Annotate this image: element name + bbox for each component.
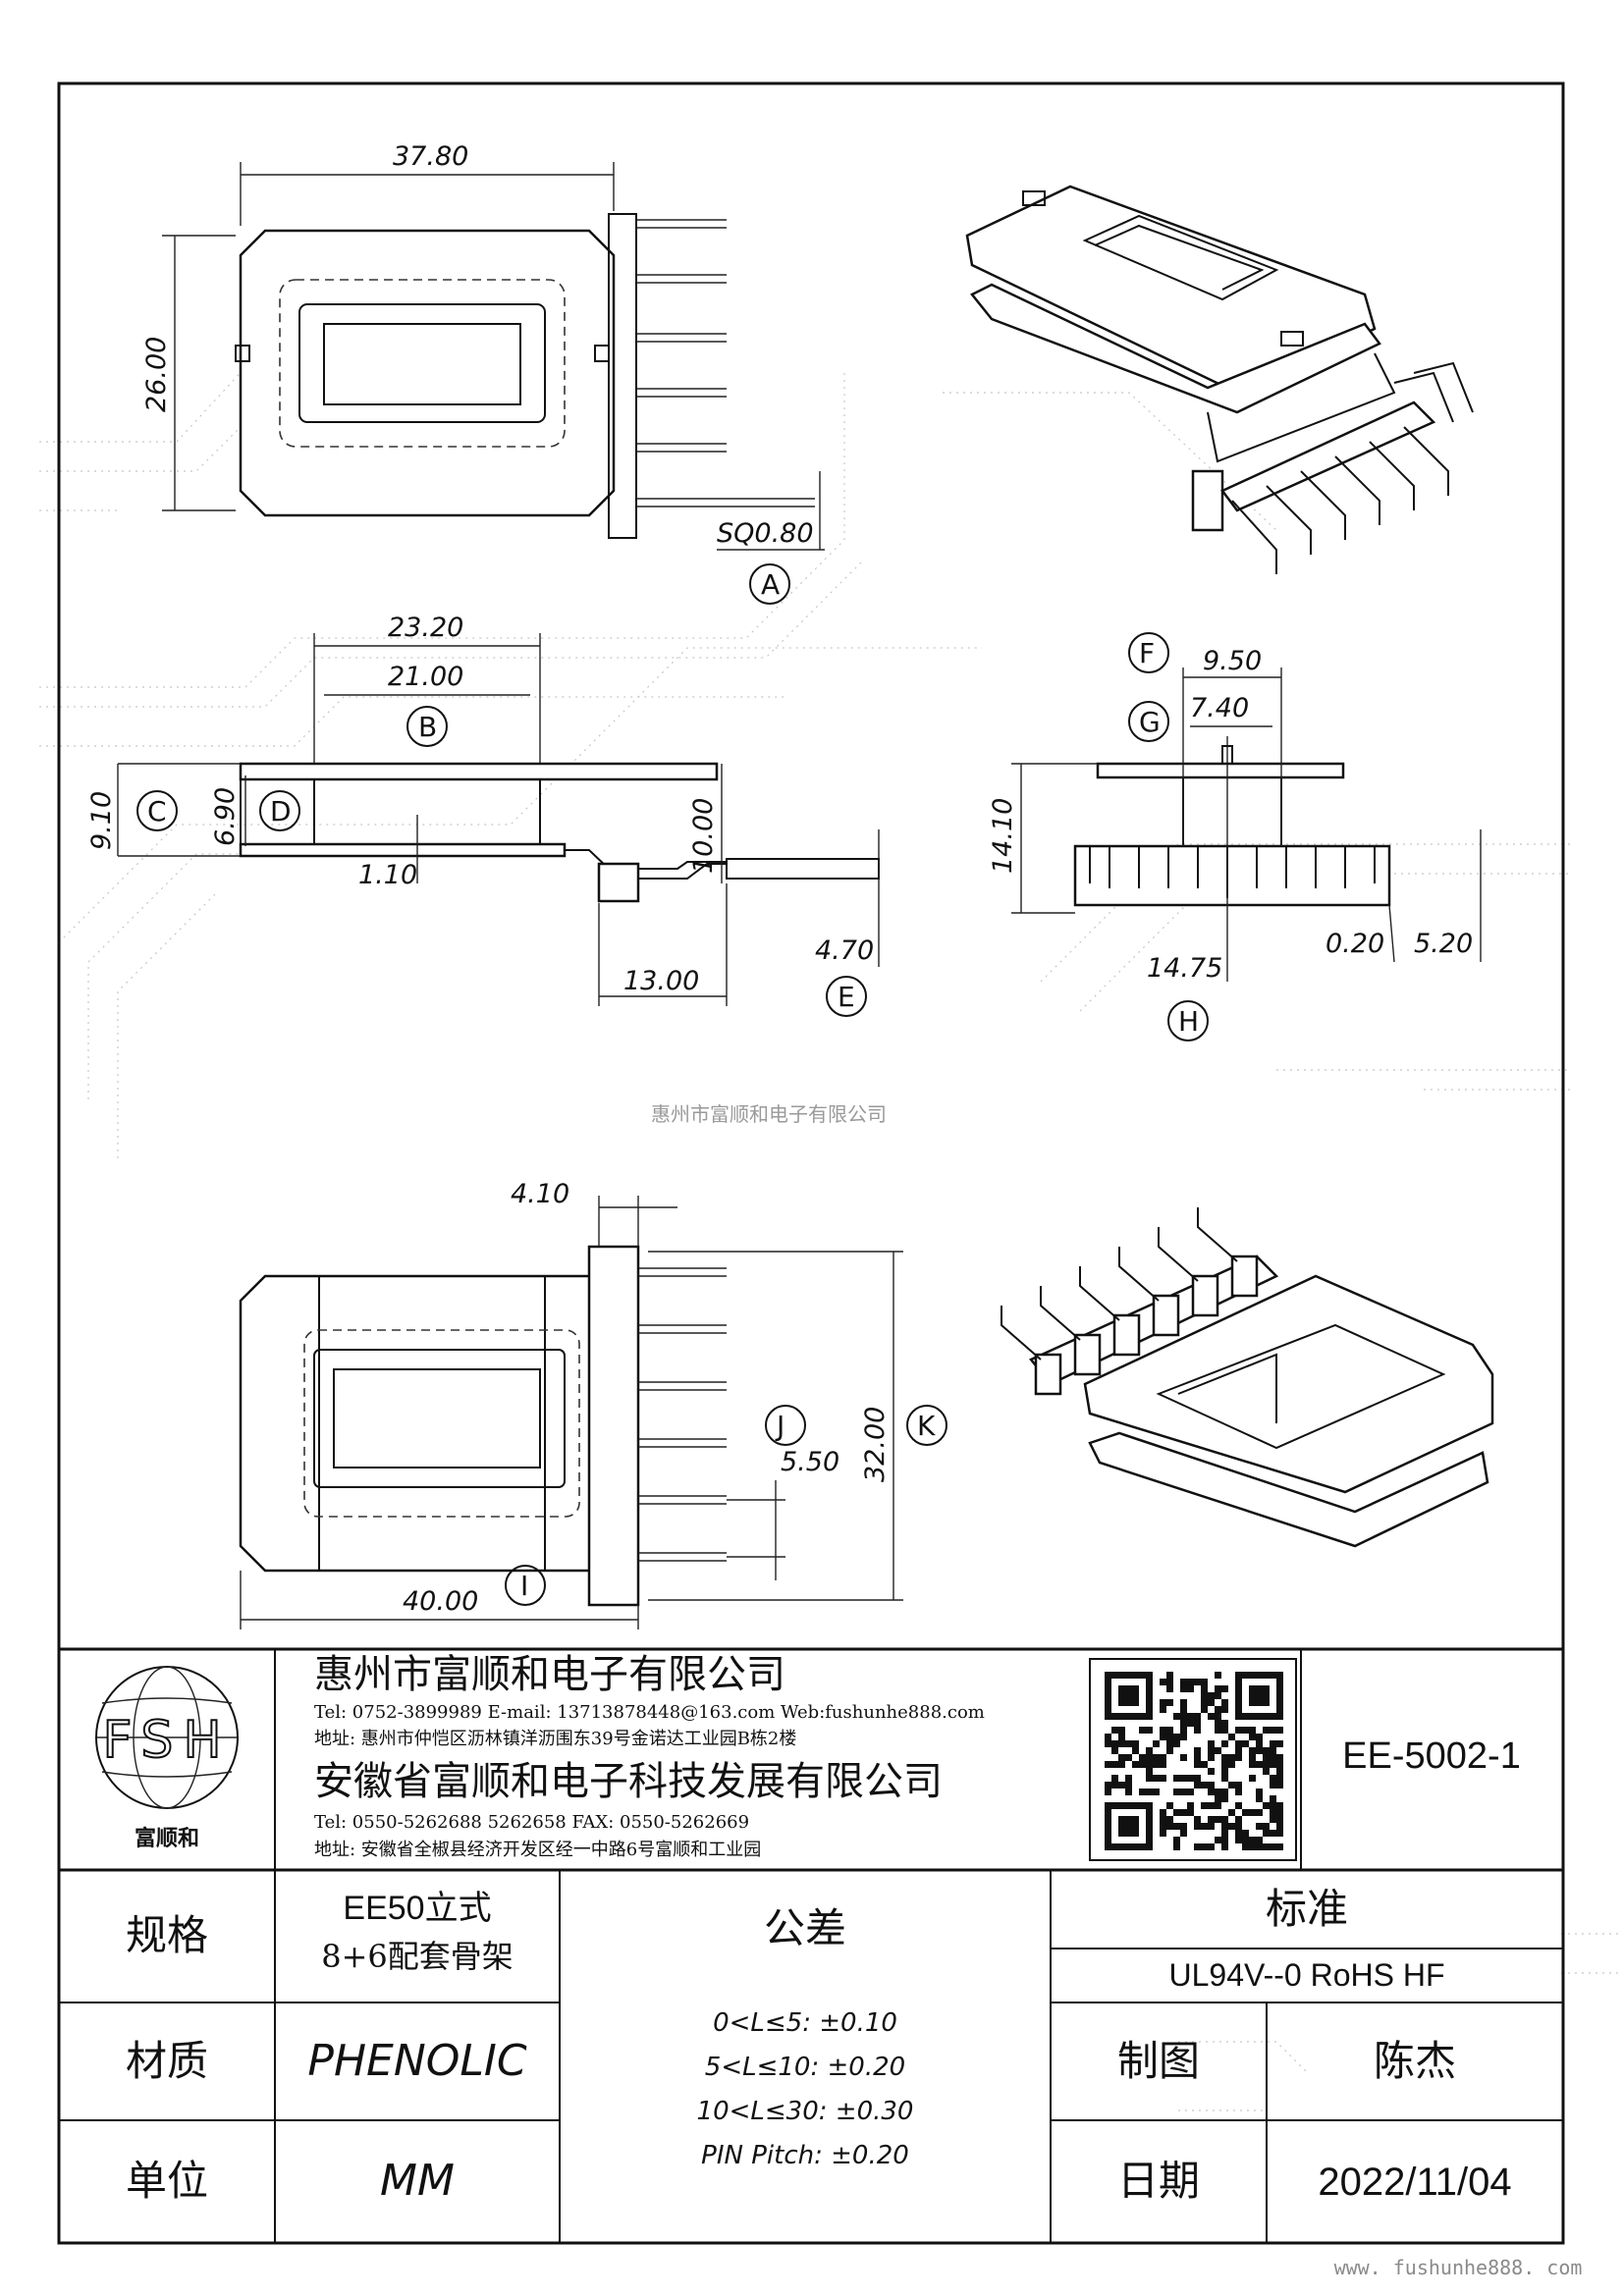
material-label: 材质 xyxy=(125,2036,208,2085)
dim-t: 1.10 xyxy=(358,860,417,890)
dim-h1: 9.10 xyxy=(86,791,117,850)
dim-front-w1: 9.50 xyxy=(1203,646,1262,676)
company2-name: 安徽省富顺和电子科技发展有限公司 xyxy=(314,1759,943,1804)
dim-front-h2: 5.20 xyxy=(1414,929,1473,959)
unit-value: MM xyxy=(380,2156,455,2207)
dim-front-x: 14.75 xyxy=(1147,953,1222,984)
material-value: PHENOLIC xyxy=(307,2035,527,2086)
part-number: EE-5002-1 xyxy=(1342,1735,1521,1778)
date-value: 2022/11/04 xyxy=(1318,2160,1512,2204)
date-label: 日期 xyxy=(1116,2157,1200,2206)
dim-front-h: 14.10 xyxy=(988,798,1018,874)
dim-width: 37.80 xyxy=(393,141,468,172)
dim-pin-size: SQ0.80 xyxy=(717,518,814,549)
iso-view-top xyxy=(965,185,1474,574)
tolerance-pin-pitch: PIN Pitch: ±0.20 xyxy=(701,2141,909,2171)
dim-height: 26.00 xyxy=(141,337,172,412)
bottom-view: 4.10 32.00 K J 5.50 40.00 I xyxy=(239,1179,947,1629)
callout-D: D xyxy=(270,795,292,828)
dim-base: 13.00 xyxy=(623,966,699,996)
dim-w2: 21.00 xyxy=(388,662,463,692)
standard-value: UL94V--0 RoHS HF xyxy=(1168,1957,1445,1994)
spec-label: 规格 xyxy=(125,1911,208,1960)
qr-code xyxy=(1089,1658,1297,1861)
company2-address: 地址: 安徽省全椒县经济开发区经一中路6号富顺和工业园 xyxy=(314,1839,762,1860)
company-logo: FSH 富顺和 xyxy=(95,1666,239,1851)
dim-pitch: 5.50 xyxy=(781,1447,839,1477)
dim-h3: 10.00 xyxy=(688,798,719,874)
tolerance-2: 5<L≤10: ±0.20 xyxy=(704,2053,906,2083)
callout-B: B xyxy=(418,711,437,743)
dim-bottom-width: 40.00 xyxy=(403,1586,478,1617)
standard-label: 标准 xyxy=(1265,1884,1348,1933)
callout-G: G xyxy=(1139,706,1161,738)
company2-contact: Tel: 0550-5262688 5262658 FAX: 0550-5262… xyxy=(314,1811,750,1833)
dim-bottom-height: 32.00 xyxy=(860,1407,891,1482)
dim-flange: 4.10 xyxy=(511,1179,569,1209)
watermark-text: 惠州市富顺和电子有限公司 xyxy=(651,1102,887,1126)
tolerance-1: 0<L≤5: ±0.10 xyxy=(713,2008,897,2039)
drawn-by: 陈杰 xyxy=(1373,2036,1456,2085)
top-view: 37.80 26.00 SQ0.80 A xyxy=(141,141,825,605)
unit-label: 单位 xyxy=(125,2157,208,2206)
company1-address: 地址: 惠州市仲恺区沥林镇洋沥围东39号金诺达工业园B栋2楼 xyxy=(314,1728,797,1749)
tolerance-3: 10<L≤30: ±0.30 xyxy=(696,2097,914,2127)
dim-front-t: 0.20 xyxy=(1325,929,1384,959)
footer-url: www. fushunhe888. com xyxy=(1333,2255,1583,2279)
spec-value-2: 8+6配套骨架 xyxy=(321,1937,514,1975)
company1-name: 惠州市富顺和电子有限公司 xyxy=(314,1652,785,1697)
dim-pin-len: 4.70 xyxy=(815,935,874,966)
drawing-border xyxy=(57,81,1565,2245)
callout-K: K xyxy=(917,1410,936,1442)
dim-h2: 6.90 xyxy=(210,787,241,846)
drawn-label: 制图 xyxy=(1116,2036,1200,2085)
side-view: 23.20 21.00 B 9.10 C 6.90 D 1.10 10.00 4… xyxy=(86,613,880,1017)
callout-J: J xyxy=(775,1410,784,1442)
iso-view-bottom xyxy=(1001,1207,1494,1548)
callout-E: E xyxy=(838,981,855,1013)
callout-H: H xyxy=(1178,1005,1199,1038)
callout-A: A xyxy=(761,568,780,601)
logo-letters: FSH xyxy=(102,1711,231,1770)
title-block-grid xyxy=(59,1647,1563,2243)
logo-caption: 富顺和 xyxy=(135,1826,199,1851)
tolerance-label: 公差 xyxy=(763,1903,846,1952)
callout-I: I xyxy=(520,1570,528,1602)
front-view: 9.50 F 7.40 G 14.10 0.20 5.20 14.75 H xyxy=(988,632,1482,1041)
callout-C: C xyxy=(147,795,167,828)
company1-contact: Tel: 0752-3899989 E-mail: 13713878448@16… xyxy=(314,1701,985,1723)
callout-F: F xyxy=(1139,637,1155,669)
spec-value-1: EE50立式 xyxy=(343,1890,492,1928)
dim-w1: 23.20 xyxy=(388,613,463,643)
dim-front-w2: 7.40 xyxy=(1190,693,1249,723)
